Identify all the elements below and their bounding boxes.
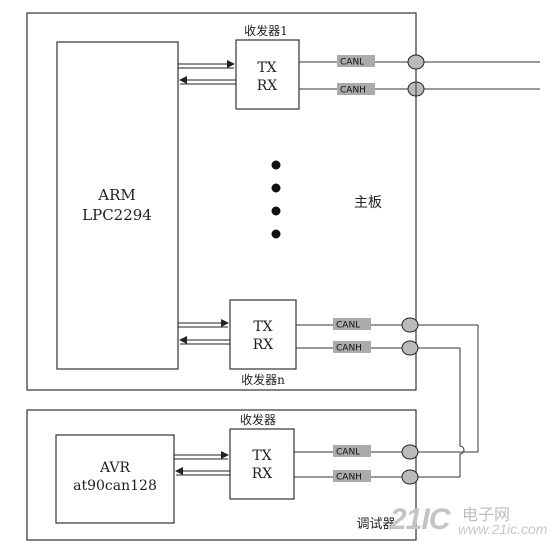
tn-canl-label: CANL bbox=[336, 321, 360, 331]
debug-canh-label: CANH bbox=[336, 473, 362, 483]
connector-tn-canh bbox=[401, 340, 419, 356]
avr-label-1: AVR bbox=[99, 460, 131, 476]
watermark-logo: 21IC bbox=[390, 503, 450, 536]
avr-box bbox=[55, 434, 175, 524]
tn-canh-label: CANH bbox=[336, 344, 362, 354]
transceiver-1-box bbox=[235, 39, 300, 110]
transceiver-n-box bbox=[229, 299, 297, 370]
external-bus-wiring bbox=[459, 325, 479, 477]
transceiver-n-label: 收发器n bbox=[241, 372, 285, 387]
transceiver-n-tx: TX bbox=[253, 319, 272, 335]
transceiver-n-rx: RX bbox=[253, 337, 274, 353]
transceiver-1-tx: TX bbox=[257, 60, 276, 76]
transceiver-1-rx: RX bbox=[257, 78, 278, 94]
arm-box bbox=[56, 41, 179, 370]
watermark-line1: 电子网 bbox=[462, 507, 511, 524]
transceiver-1-label: 收发器1 bbox=[244, 23, 288, 38]
connector-t1-canl bbox=[407, 54, 425, 70]
connector-debug-canh bbox=[401, 469, 419, 485]
watermark-line2: www.21ic.com bbox=[458, 521, 548, 537]
arrows-arm-tn bbox=[178, 319, 230, 345]
arm-label-2: LPC2294 bbox=[82, 206, 152, 224]
avr-label-2: at90can128 bbox=[73, 478, 157, 494]
connector-debug-canl bbox=[401, 444, 419, 460]
debug-canl-label: CANL bbox=[336, 448, 360, 458]
arrows-arm-t1 bbox=[178, 60, 236, 85]
transceiver-debug-box bbox=[229, 428, 295, 500]
transceiver-debug-rx: RX bbox=[252, 466, 273, 482]
t1-canl-label: CANL bbox=[340, 58, 364, 68]
watermark: 21IC 电子网 www.21ic.com bbox=[390, 501, 547, 541]
ellipsis-dots bbox=[271, 160, 281, 239]
debugger-label: 调试器 bbox=[356, 517, 395, 532]
arrows-avr-tdebug bbox=[174, 451, 230, 476]
transceiver-debug-label: 收发器 bbox=[240, 412, 276, 427]
transceiver-debug-tx: TX bbox=[252, 448, 271, 464]
arm-label-1: ARM bbox=[97, 186, 136, 204]
t1-canh-label: CANH bbox=[340, 86, 366, 96]
main-board-label: 主板 bbox=[354, 195, 382, 211]
connector-tn-canl bbox=[401, 317, 419, 333]
